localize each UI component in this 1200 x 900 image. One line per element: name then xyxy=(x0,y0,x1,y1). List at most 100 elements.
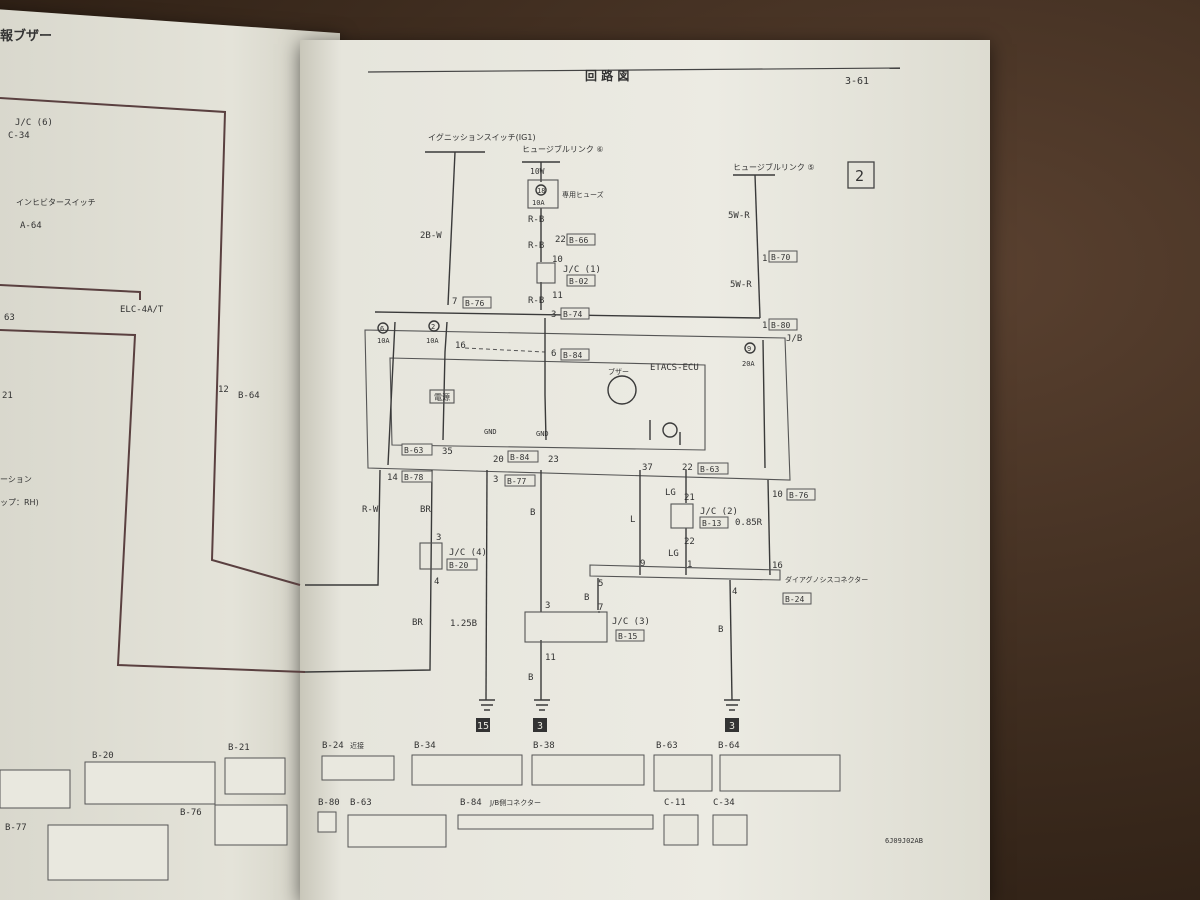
legend-b38: B-38 xyxy=(533,741,555,751)
conn-b66: B-66 xyxy=(569,236,588,245)
section-title: 回 路 図 xyxy=(585,68,629,83)
left-a64-label: A-64 xyxy=(20,221,42,231)
left-page-title: 報ブザー xyxy=(0,28,52,44)
pin-5: 5 xyxy=(598,579,603,589)
legend-b24: B-24 xyxy=(322,741,344,751)
dedicated-fuse-box xyxy=(527,179,559,209)
wire-b-2: B xyxy=(584,593,589,603)
pin-14: 14 xyxy=(387,473,398,483)
legend-b34: B-34 xyxy=(414,741,436,751)
conn-b80: B-80 xyxy=(771,321,790,330)
legend-b77-label: B-77 xyxy=(5,823,27,833)
conn-b84a: B-84 xyxy=(563,351,582,360)
ground-ref-3b: 3 xyxy=(729,721,735,732)
pin-22c: 22 xyxy=(684,537,695,547)
pin-20: 20 xyxy=(493,455,504,465)
legend-b24-sub: 近接 xyxy=(350,741,364,750)
legend-c34: C-34 xyxy=(713,798,735,808)
fusible-link-b-label: ヒュージブルリンク ⑤ xyxy=(733,162,815,172)
jc3-box xyxy=(524,611,608,643)
conn-b20: B-20 xyxy=(449,561,468,570)
fuse-9-amp: 20A xyxy=(742,360,755,368)
conn-b63b: B-63 xyxy=(700,465,719,474)
etacs-ecu-label: ETACS-ECU xyxy=(650,363,699,373)
diagnosis-connector-label: ダイアグノシスコネクター xyxy=(785,575,868,584)
legend-b84-sub: J/B側コネクター xyxy=(489,798,541,807)
jc2-label: J/C (2) xyxy=(700,507,738,517)
dedicated-fuse-label: 専用ヒューズ xyxy=(562,190,604,199)
connector-misc-face xyxy=(0,769,71,809)
wire-lg-2: LG xyxy=(668,549,679,559)
jc1-box xyxy=(536,262,556,284)
pin-22a: 22 xyxy=(555,235,566,245)
left-b64-label: B-64 xyxy=(238,391,260,401)
wire-b-1: B xyxy=(530,508,535,518)
wire-br-2: BR xyxy=(412,618,423,628)
gnd-label-1: GND xyxy=(484,428,497,436)
pin-6: 6 xyxy=(551,349,556,359)
fuse-rating-label: 10W xyxy=(530,167,545,176)
circuit-labels: イグニッションスイッチ(IG1) ヒュージブルリンク ⑥ ヒュージブルリンク ⑤… xyxy=(362,132,868,732)
buzzer-label: ブザー xyxy=(608,367,629,376)
pin-11b: 11 xyxy=(545,653,556,663)
pin-10a: 10 xyxy=(552,255,563,265)
connector-b20-face xyxy=(84,761,216,805)
power-label: 電源 xyxy=(434,393,450,402)
page-header: 回 路 図 3-61 2 xyxy=(367,67,901,189)
conn-b84b: B-84 xyxy=(510,453,529,462)
conn-b74: B-74 xyxy=(563,310,582,319)
pin-3c: 3 xyxy=(436,533,441,543)
fuse-2: 2 xyxy=(431,323,435,331)
pin-22b: 22 xyxy=(682,463,693,473)
conn-b70: B-70 xyxy=(771,253,790,262)
wire-br-1: BR xyxy=(420,505,431,515)
pin-1b: 1 xyxy=(687,560,692,570)
conn-b76b: B-76 xyxy=(789,491,808,500)
pin-35: 35 xyxy=(442,447,453,457)
connector-b21-face xyxy=(224,757,286,795)
pin-16b: 16 xyxy=(772,561,783,571)
legend-b63-second: B-63 xyxy=(350,798,372,808)
jb-box xyxy=(364,329,791,481)
legend-b21-label: B-21 xyxy=(228,743,250,753)
sheet-index-box xyxy=(847,161,875,189)
wire-rb-2: R-B xyxy=(528,241,544,251)
pin-11a: 11 xyxy=(552,291,563,301)
conn-b15: B-15 xyxy=(618,632,637,641)
left-rh-label: ップ：RH) xyxy=(0,498,39,507)
legend-b80: B-80 xyxy=(318,798,340,808)
inhibitor-switch-label: インヒビタースイッチ xyxy=(16,198,96,207)
pin-10b: 10 xyxy=(772,490,783,500)
fuse-6: 6 xyxy=(380,325,384,333)
pin-37: 37 xyxy=(642,463,653,473)
connector-tags xyxy=(401,233,816,642)
wire-l: L xyxy=(630,515,635,525)
conn-b24: B-24 xyxy=(785,595,804,604)
fuse-9: 9 xyxy=(747,345,751,353)
ignition-switch-label: イグニッションスイッチ(IG1) xyxy=(428,132,536,142)
jc4-label: J/C (4) xyxy=(449,548,487,558)
wire-rb-3: R-B xyxy=(528,296,544,306)
pin-7: 7 xyxy=(452,297,457,307)
left-c34-label: C-34 xyxy=(8,131,30,141)
connector-legend: B-24 近接 B-34 B-38 B-63 B-64 B-80 B-63 B-… xyxy=(317,741,923,848)
wire-rb-1: R-B xyxy=(528,215,544,225)
wire-b-4: B xyxy=(718,625,723,635)
left-page-diagram: 報ブザー J/C (6) C-34 インヒビタースイッチ A-64 ELC-4A… xyxy=(0,28,306,881)
wire-125b: 1.25B xyxy=(450,619,477,629)
legend-c11: C-11 xyxy=(664,798,686,808)
pin-4a: 4 xyxy=(434,577,439,587)
wire-5wr-2: 5W-R xyxy=(730,280,752,290)
pin-1-jb: 1 xyxy=(762,321,767,331)
conn-b76a: B-76 xyxy=(465,299,484,308)
jc3-label: J/C (3) xyxy=(612,617,650,627)
jc1-label: J/C (1) xyxy=(563,265,601,275)
legend-b84: B-84 xyxy=(460,798,482,808)
ground-ref-3a: 3 xyxy=(537,721,543,732)
ground-ref-15: 15 xyxy=(477,721,489,732)
legend-b20-label: B-20 xyxy=(92,751,114,761)
conn-b78: B-78 xyxy=(404,473,423,482)
wire-rw: R-W xyxy=(362,505,379,515)
